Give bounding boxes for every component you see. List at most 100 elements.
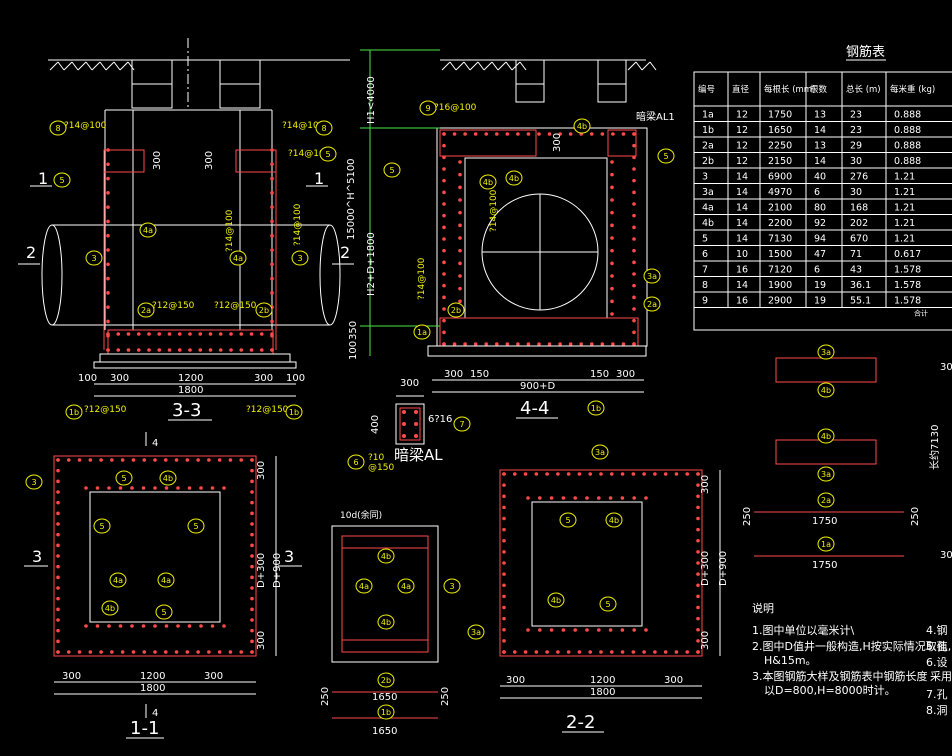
section-3-3: 1 1 2 2 ?14@100 ?14@100 ?14@100 ?12@150 … bbox=[18, 38, 354, 421]
rebar-dot bbox=[558, 132, 562, 136]
rebar-dot bbox=[597, 628, 601, 632]
rebar-dot bbox=[126, 332, 131, 336]
table-cell: 12 bbox=[736, 125, 748, 136]
svg-text:3: 3 bbox=[297, 254, 302, 263]
dim-22-v3: D+900 bbox=[718, 551, 729, 586]
table-cell: 19 bbox=[814, 296, 826, 307]
rebar-dot bbox=[56, 500, 60, 505]
rebar-dot bbox=[632, 307, 636, 311]
rebar-dot bbox=[56, 650, 60, 654]
rebar-dot bbox=[270, 162, 274, 167]
rebar-dot bbox=[523, 650, 528, 654]
table-cell: 14 bbox=[736, 234, 748, 245]
rebar-dot bbox=[442, 143, 446, 148]
svg-text:4b: 4b bbox=[821, 432, 831, 441]
rebar-dot bbox=[239, 650, 244, 654]
rebar-dot bbox=[442, 330, 446, 335]
rebar-dot bbox=[484, 342, 489, 346]
rebar-dot bbox=[218, 332, 223, 336]
rebar-dot bbox=[473, 132, 478, 136]
rebar-dot bbox=[502, 594, 506, 599]
dim-33-1: 100 bbox=[78, 373, 97, 384]
table-header-cell: 每米重 (kg) bbox=[890, 84, 935, 95]
right-7130: 长约7130 bbox=[928, 425, 941, 470]
plan-2-2: 300 D+300 D+900 300 300 1200 300 1800 2-… bbox=[499, 469, 729, 733]
rebar-dot bbox=[632, 237, 636, 241]
rebar-dot bbox=[512, 472, 517, 476]
table-cell: 10 bbox=[736, 249, 748, 260]
note-1: 1.图中单位以毫米计\ bbox=[752, 623, 854, 637]
label-33-300a: 300 bbox=[152, 151, 163, 170]
table-cell: 94 bbox=[814, 234, 826, 245]
rebar-dot bbox=[610, 248, 614, 253]
rebar-dot bbox=[106, 248, 110, 252]
callout-tag-2b: 2b bbox=[255, 302, 273, 318]
rebar-dot bbox=[516, 342, 520, 346]
beam-title: 暗梁AL bbox=[394, 446, 443, 464]
table-cell: 1650 bbox=[768, 125, 792, 136]
rebar-dot bbox=[56, 511, 60, 516]
ground-hatch bbox=[441, 61, 657, 71]
table-cell: 1.578 bbox=[894, 280, 921, 291]
svg-text:4a: 4a bbox=[161, 576, 171, 585]
svg-text:4a: 4a bbox=[233, 254, 243, 263]
rebar-dot bbox=[644, 496, 648, 500]
rebar-dot bbox=[210, 486, 215, 490]
rebar-dot bbox=[270, 332, 274, 336]
svg-text:5: 5 bbox=[389, 166, 394, 175]
callout-tag-5: 5 bbox=[187, 518, 205, 534]
rebar-dot bbox=[458, 274, 462, 278]
rebar-dot bbox=[611, 132, 615, 136]
svg-text:5: 5 bbox=[325, 150, 330, 159]
rebar-dot bbox=[610, 236, 614, 240]
rebar-dot bbox=[588, 650, 593, 654]
rebar-dot bbox=[696, 605, 700, 610]
label-44-top: ?16@100 bbox=[434, 103, 477, 113]
rebar-dot bbox=[56, 628, 60, 633]
rebar-dot bbox=[126, 348, 131, 352]
table-header-cell: 编号 bbox=[698, 84, 715, 95]
notes: 说明 1.图中单位以毫米计\ 2.图中D值井一般构造,H按实际情况取值, H&1… bbox=[752, 601, 952, 717]
callout-tag-1a: 1a bbox=[817, 536, 835, 552]
rebar-dot bbox=[270, 233, 274, 238]
svg-text:1a: 1a bbox=[821, 540, 831, 549]
table-cell: 8 bbox=[702, 280, 708, 291]
svg-text:5: 5 bbox=[605, 600, 610, 609]
rebar-dot bbox=[610, 160, 614, 164]
callout-tag-3: 3 bbox=[291, 250, 309, 266]
dim-44-3: 900+D bbox=[520, 381, 555, 392]
table-cell: 14 bbox=[736, 187, 748, 198]
section-mark-2-left: 2 bbox=[26, 243, 36, 262]
rebar-dot bbox=[249, 332, 254, 336]
table-header-cell: 直径 bbox=[732, 84, 750, 95]
callout-tag-4a: 4a bbox=[157, 572, 175, 588]
svg-text:4b: 4b bbox=[105, 604, 115, 613]
dim-11-v1: 300 bbox=[256, 461, 267, 480]
rebar-dot bbox=[526, 342, 531, 346]
rebar-dot bbox=[452, 132, 457, 136]
callout-tag-3: 3 bbox=[25, 474, 43, 490]
rebar-dot bbox=[577, 650, 582, 654]
rebar-dot bbox=[250, 479, 254, 484]
rebar-dot bbox=[198, 348, 203, 352]
svg-text:5: 5 bbox=[99, 522, 104, 531]
table-cell: 1b bbox=[702, 125, 714, 136]
rebar-dot bbox=[473, 342, 478, 346]
rebar-dot bbox=[210, 624, 215, 628]
rebar-dot bbox=[632, 272, 636, 276]
rebar-dot bbox=[99, 650, 103, 654]
svg-text:8: 8 bbox=[321, 124, 326, 133]
callout-tag-5: 5 bbox=[383, 162, 401, 178]
table-header-cell: 总长 (m) bbox=[846, 84, 881, 95]
table-cell: 0.617 bbox=[894, 249, 921, 260]
svg-text:4a: 4a bbox=[401, 582, 411, 591]
rebar-dot bbox=[177, 332, 182, 336]
right-300b: 300 bbox=[940, 550, 952, 561]
table-cell: 1a bbox=[702, 110, 714, 121]
rebar-dot bbox=[217, 650, 222, 654]
rebar-dot bbox=[106, 162, 110, 167]
rebar-dot bbox=[549, 496, 554, 500]
rebar-dot bbox=[545, 472, 549, 476]
rebar-dot bbox=[463, 342, 467, 346]
